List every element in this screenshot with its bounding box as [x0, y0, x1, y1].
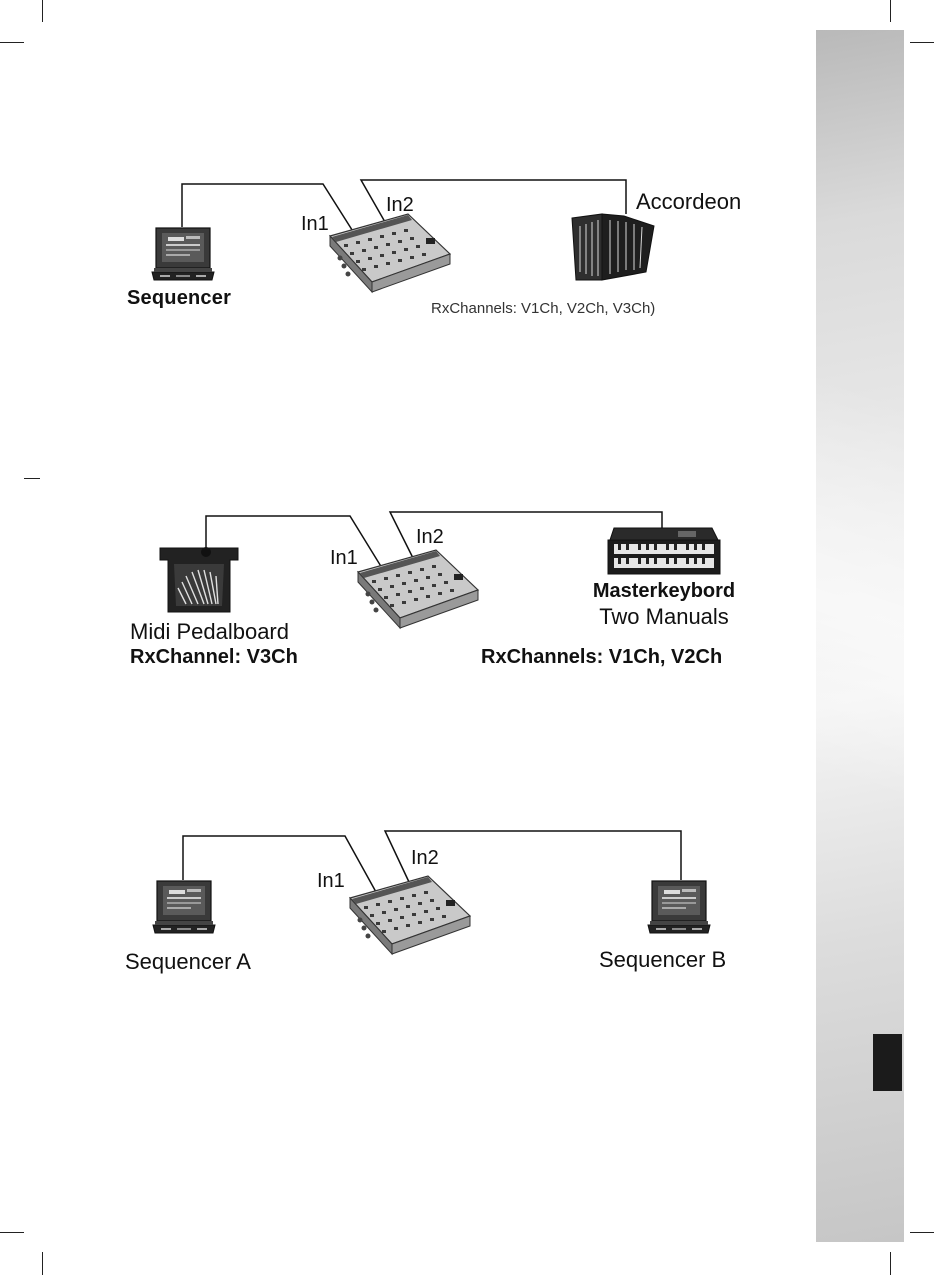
in2-label: In2 — [411, 848, 439, 868]
sequencer-a-label: Sequencer A — [125, 951, 251, 973]
sequencer-b-label: Sequencer B — [599, 949, 726, 971]
pedalboard-rx-channel: RxChannel: V3Ch — [130, 647, 298, 667]
keyboard-icon — [608, 528, 720, 574]
pedalboard-label: Midi Pedalboard — [130, 621, 289, 643]
in1-label: In1 — [330, 548, 358, 568]
in2-label: In2 — [386, 195, 414, 215]
laptop-icon — [152, 228, 214, 280]
midi-expander-module — [358, 550, 478, 628]
pedalboard-icon — [160, 547, 238, 612]
in1-label: In1 — [301, 214, 329, 234]
rx-channels-note: RxChannels: V1Ch, V2Ch — [481, 647, 722, 667]
laptop-icon — [648, 881, 710, 933]
midi-expander-module — [330, 214, 450, 292]
accordeon-label: Accordeon — [636, 191, 741, 213]
rx-channels-note: RxChannels: V1Ch, V2Ch, V3Ch) — [431, 301, 655, 316]
wire-in1 — [183, 836, 376, 892]
in1-label: In1 — [317, 871, 345, 891]
two-manuals-label: Two Manuals — [584, 606, 744, 628]
masterkeyboard-label: Masterkeybord — [584, 581, 744, 601]
sequencer-label: Sequencer — [127, 288, 231, 308]
laptop-icon — [153, 881, 215, 933]
in2-label: In2 — [416, 527, 444, 547]
accordion-icon — [572, 214, 654, 280]
midi-expander-module — [350, 876, 470, 954]
